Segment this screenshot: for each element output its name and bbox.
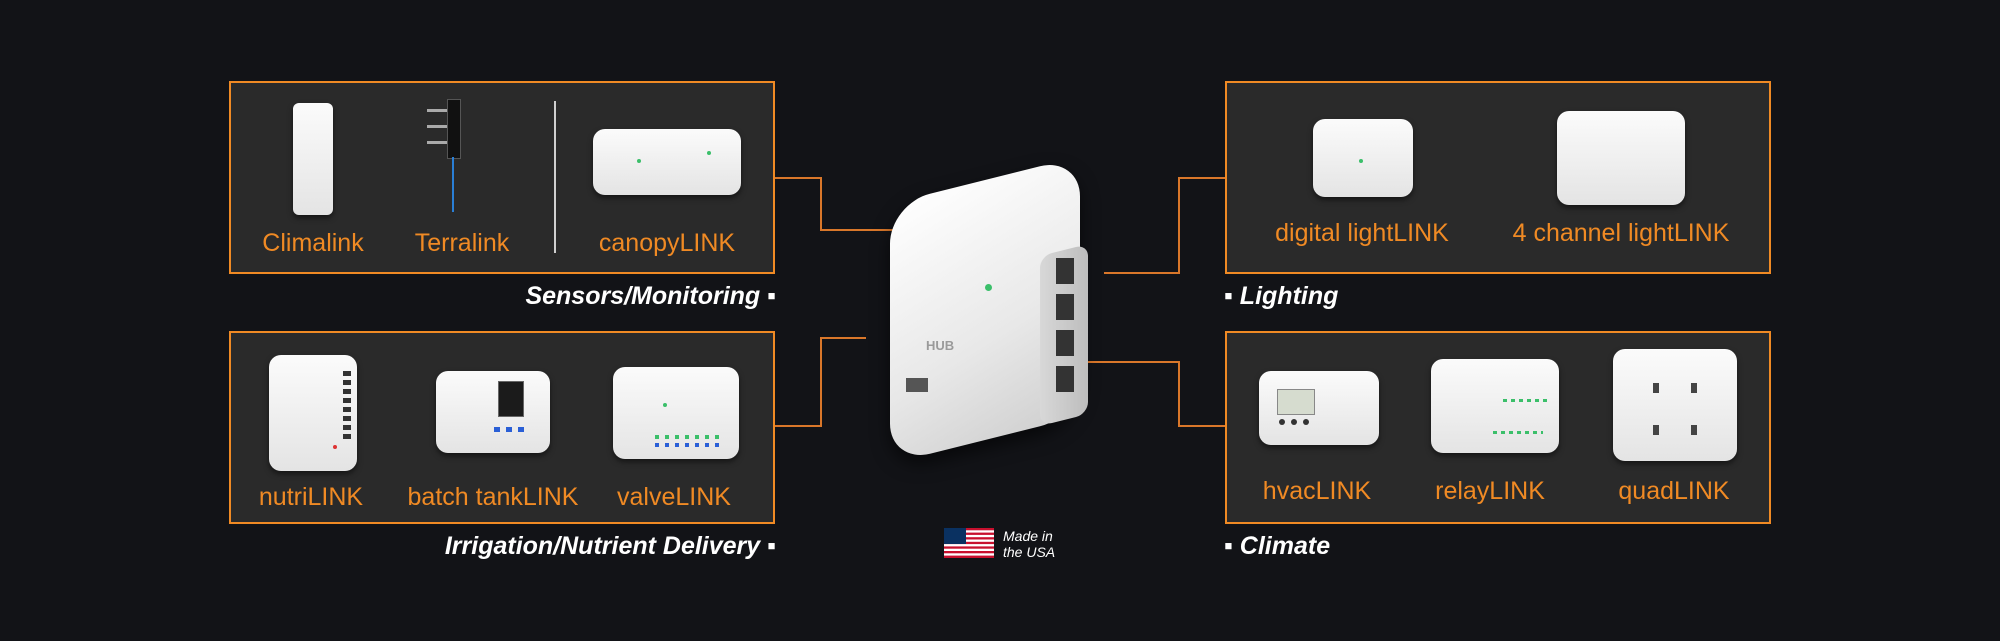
hub-label: HUB — [926, 338, 955, 353]
4-channel-lightlink-device — [1557, 111, 1685, 205]
canopylink-device — [593, 129, 741, 195]
hub-port-2 — [1056, 294, 1074, 320]
wire-climate-v — [1178, 361, 1180, 427]
wire-lighting-h1 — [1104, 272, 1180, 274]
hub-status-light — [985, 284, 992, 291]
wire-irrigation-h2 — [820, 337, 866, 339]
canopylink-label: canopyLINK — [598, 229, 736, 257]
wire-lighting-h2 — [1178, 177, 1226, 179]
batch-tanklink-device — [436, 371, 550, 453]
nutrilink-device — [269, 355, 357, 471]
quadlink-device — [1613, 349, 1737, 461]
wire-irrigation-v — [820, 337, 822, 427]
made-in-line1: Made in — [1003, 528, 1053, 544]
wire-lighting-v — [1178, 177, 1180, 274]
caption-irrigation: Irrigation/Nutrient Delivery ▪ — [444, 532, 776, 560]
wire-sensors-h1 — [774, 177, 820, 179]
digital-lightlink-device — [1313, 119, 1413, 197]
hub-port-4 — [1056, 366, 1074, 392]
made-in-usa-text: Made in the USA — [1003, 528, 1055, 560]
panel-sensors: Climalink Terralink canopyLINK — [229, 81, 775, 274]
hvaclink-label: hvacLINK — [1262, 477, 1372, 505]
climalink-device — [293, 103, 333, 215]
panel-irrigation: nutriLINK batch tankLINK valveLINK — [229, 331, 775, 524]
sensors-divider — [554, 101, 556, 253]
digital-lightlink-label: digital lightLINK — [1275, 219, 1449, 247]
valvelink-label: valveLINK — [617, 483, 731, 511]
relaylink-label: relayLINK — [1435, 477, 1545, 505]
us-flag-icon — [944, 528, 994, 558]
hub-port-3 — [1056, 330, 1074, 356]
hub-device: HUB — [860, 156, 1120, 464]
made-in-line2: the USA — [1003, 544, 1056, 560]
wire-climate-h1 — [1060, 361, 1180, 363]
hub-port-1 — [1056, 258, 1074, 284]
nutrilink-label: nutriLINK — [258, 483, 364, 511]
wire-sensors-v — [820, 177, 822, 230]
quadlink-label: quadLINK — [1618, 477, 1730, 505]
climalink-label: Climalink — [262, 229, 364, 257]
caption-climate: ▪ Climate — [1224, 532, 1331, 560]
relaylink-device — [1431, 359, 1559, 453]
4-channel-lightlink-label: 4 channel lightLINK — [1512, 219, 1730, 247]
wire-sensors-h2 — [820, 229, 930, 231]
wire-climate-h2 — [1178, 425, 1226, 427]
hub-ethernet-port — [906, 378, 928, 392]
panel-climate: hvacLINK relayLINK quadLINK — [1225, 331, 1771, 524]
batch-tanklink-label: batch tankLINK — [407, 483, 579, 511]
valvelink-device — [613, 367, 739, 459]
hvaclink-device — [1259, 371, 1379, 445]
caption-sensors: Sensors/Monitoring ▪ — [525, 282, 776, 310]
terralink-label: Terralink — [414, 229, 510, 257]
caption-lighting: ▪ Lighting — [1224, 282, 1339, 310]
terralink-device — [427, 99, 467, 219]
panel-lighting: digital lightLINK 4 channel lightLINK — [1225, 81, 1771, 274]
wire-irrigation-h1 — [774, 425, 820, 427]
